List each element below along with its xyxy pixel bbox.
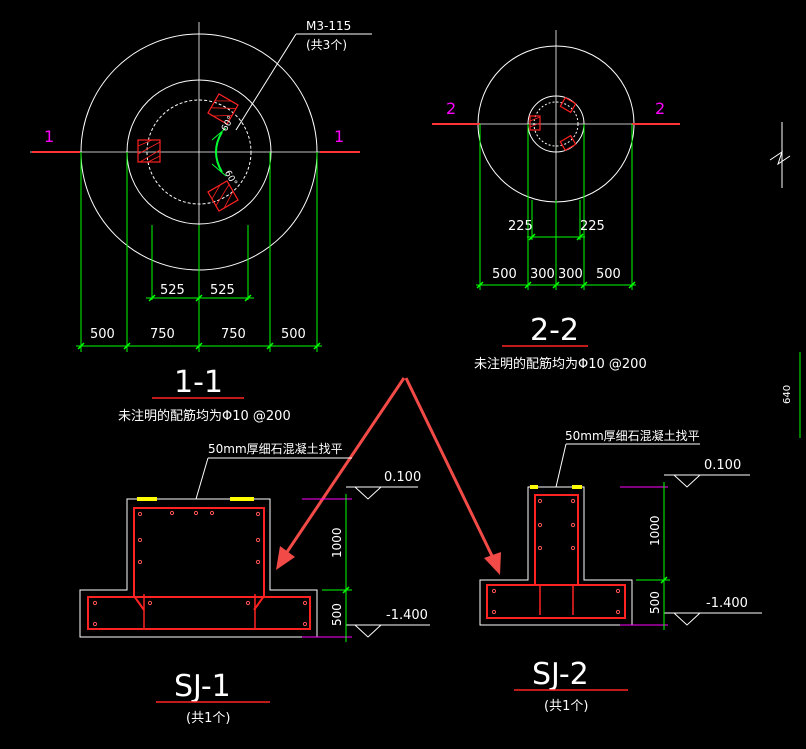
sj1-leveling-right [230,497,254,501]
angle-label-b: 60° [222,169,239,188]
sj1-title: SJ-1 [174,669,231,704]
angle-arc [215,131,223,173]
sj2-dim-lower: 500 [648,591,662,614]
dim-outer-0: 500 [90,327,115,342]
sj1-count: (共1个) [186,711,230,726]
dim-inner-0: 225 [508,219,533,234]
embed-small-top [559,96,577,114]
embed-leader [235,33,297,131]
dim-outer-2: 750 [221,327,246,342]
section-mark-right-label: 2 [655,99,665,118]
section-mark-left-label: 2 [446,99,456,118]
sj1-leveling-left [137,497,157,501]
sj1-rebar-column [133,507,265,596]
plan-2-note: 未注明的配筋均为Φ10 @200 [474,356,647,372]
red-arrow-left [283,377,406,556]
dim-outer-3: 500 [596,267,621,282]
dim-outer-3: 500 [281,327,306,342]
side-dim-label: 640 [782,385,793,404]
embed-small-bottom [559,134,577,152]
red-arrow-right [404,377,496,561]
sj2-dim-upper: 1000 [648,515,662,546]
sj1-leveling-note: 50mm厚细石混凝土找平 [208,441,343,456]
plan-2-title: 2-2 [530,313,579,348]
sj2-title: SJ-2 [532,657,589,692]
plan-1-title: 1-1 [174,365,223,400]
section-mark-left-label: 1 [44,127,54,146]
embed-count: (共3个) [306,38,347,52]
elevation-sj-1: 50mm厚细石混凝土找平 0.100 -1.400 1000 500 SJ-1 … [79,441,430,726]
angle-label-a: 60° [220,115,237,134]
sj1-dim-lower: 500 [330,603,344,626]
embed-plate-left [137,139,161,163]
sj2-rebar-column [534,494,579,585]
sj2-outline [479,486,633,626]
sj2-leveling-left [530,485,538,489]
annotation-arrows [276,377,501,575]
sj2-count: (共1个) [544,699,588,714]
sj2-top-elevation: 0.100 [704,458,741,473]
dim-inner-0: 525 [160,283,185,298]
sj2-rebar-dots [491,498,621,615]
plan-2-2: 2 2 225 225 500 3 [432,30,680,372]
section-mark-right-label: 1 [334,127,344,146]
sj2-leveling-right [572,485,582,489]
right-edge-fragment: 640 [769,122,801,438]
dim-outer-1: 300 [530,267,555,282]
sj1-outline [79,498,318,638]
dim-outer-2: 300 [558,267,583,282]
sj1-dim-upper: 1000 [330,527,344,558]
embed-plate-top [207,93,239,125]
elevation-sj-2: 50mm厚细石混凝土找平 0.100 -1.400 1000 500 SJ-2 … [479,428,762,714]
plan-1-note: 未注明的配筋均为Φ10 @200 [118,408,291,424]
embed-plate-bottom [207,180,239,212]
dim-outer-0: 500 [492,267,517,282]
sj1-rebar-dots [92,510,308,627]
dim-inner-1: 225 [580,219,605,234]
sj1-top-elevation: 0.100 [384,470,421,485]
sj1-rebar-base [87,596,311,630]
sj2-leveling-note: 50mm厚细石混凝土找平 [565,428,700,443]
sj2-rebar-base [486,584,626,619]
plan-1-1: 1 1 60° 60° M3-115 (共3个) [30,19,372,424]
embed-small-left [529,115,541,131]
dim-outer-1: 750 [150,327,175,342]
sj1-bottom-elevation: -1.400 [386,608,428,623]
embed-label: M3-115 [306,19,351,33]
sj2-bottom-elevation: -1.400 [706,596,748,611]
dim-inner-1: 525 [210,283,235,298]
